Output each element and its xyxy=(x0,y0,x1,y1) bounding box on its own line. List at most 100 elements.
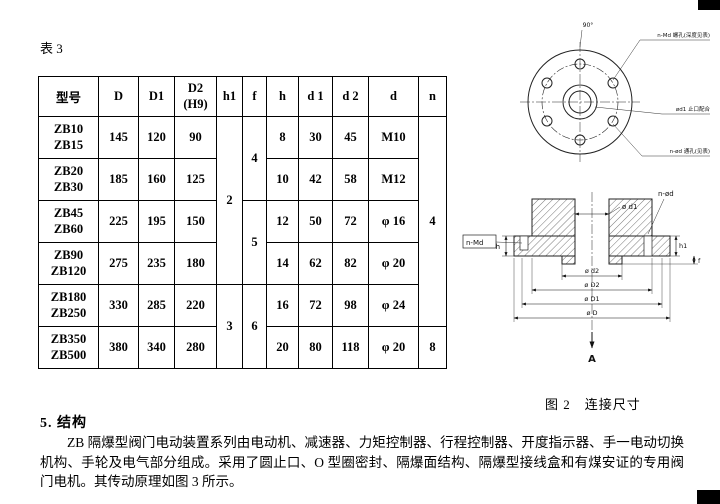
table-cell: 30 xyxy=(298,116,333,159)
table-cell: φ 20 xyxy=(368,242,419,285)
table-cell-merged-h1: 3 xyxy=(216,284,243,369)
dim-label-D2: ø D2 xyxy=(584,281,599,289)
table-cell: φ 16 xyxy=(368,200,419,243)
table-cell: 12 xyxy=(266,200,299,243)
header-cell-f: f xyxy=(242,76,267,117)
table-row: ZB180 ZB250 330 285 220 3 6 16 72 98 φ 2… xyxy=(38,284,447,369)
table-cell: 20 xyxy=(266,326,299,369)
table-cell: 220 xyxy=(174,284,217,327)
header-cell-D2: D2 (H9) xyxy=(174,76,217,117)
dim-label-d1: ø d1 xyxy=(622,203,637,211)
table-row: ZB20 ZB30 185 160 125 10 42 58 M12 xyxy=(38,158,447,201)
header-cell-h1: h1 xyxy=(216,76,243,117)
annotation-bottom: n-ød 通孔(见表) xyxy=(670,147,710,155)
table-cell: 225 xyxy=(98,200,139,243)
table-cell-merged-n: 4 xyxy=(418,116,447,327)
dim-leader-d1 xyxy=(608,206,621,215)
table-cell: 72 xyxy=(298,284,333,327)
table-row: ZB350 ZB500 380 340 280 20 80 118 φ 20 8 xyxy=(38,326,447,369)
section-paragraph: ZB 隔爆型阀门电动装置系列由电动机、减速器、力矩控制器、行程控制器、开度指示器… xyxy=(40,435,684,489)
connection-dimensions-drawing: 90° n-Md 螺孔(深度见表) ød1 止口配合 n-ød 通孔(见表) ø… xyxy=(462,22,711,365)
table-cell: 275 xyxy=(98,242,139,285)
table-cell: 180 xyxy=(174,242,217,285)
table-row: ZB10 ZB15 145 120 90 2 4 8 30 45 M10 4 xyxy=(38,116,447,327)
table-cell: 150 xyxy=(174,200,217,243)
dim-label-h: h xyxy=(496,243,500,251)
table-cell: 50 xyxy=(298,200,333,243)
table-cell: 14 xyxy=(266,242,299,285)
scan-artifact-top-right xyxy=(698,0,720,10)
dim-label-D1: ø D1 xyxy=(584,295,599,303)
table-cell-merged-h1: 2 xyxy=(216,116,243,285)
table-cell: 90 xyxy=(174,116,217,159)
flange-section-view xyxy=(513,192,671,330)
scan-artifact-bottom-right xyxy=(697,490,720,504)
table-cell: 120 xyxy=(138,116,175,159)
table-cell: 195 xyxy=(138,200,175,243)
extension-lines xyxy=(513,258,671,322)
table-cell: 16 xyxy=(266,284,299,327)
table-cell: 8 xyxy=(266,116,299,159)
table-cell: φ 24 xyxy=(368,284,419,327)
angle-label: 90° xyxy=(583,22,594,29)
table-cell: 380 xyxy=(98,326,139,369)
header-cell-d2: d 2 xyxy=(332,76,369,117)
table-cell-merged-f: 5 xyxy=(242,200,267,285)
table-cell: 98 xyxy=(332,284,369,327)
table-cell-merged-f: 4 xyxy=(242,116,267,201)
model-cell: ZB180 ZB250 xyxy=(38,284,99,327)
table-cell: φ 20 xyxy=(368,326,419,369)
table-cell: 80 xyxy=(298,326,333,369)
table-cell: 185 xyxy=(98,158,139,201)
table-cell-merged-n: 8 xyxy=(418,326,447,369)
dim-label-D: ø D xyxy=(586,309,597,317)
table-cell: 118 xyxy=(332,326,369,369)
annotation-middle: ød1 止口配合 xyxy=(676,105,711,113)
figure-2: 90° n-Md 螺孔(深度见表) ød1 止口配合 n-ød 通孔(见表) ø… xyxy=(462,14,714,376)
header-cell-d1: d 1 xyxy=(298,76,333,117)
dim-label-h1: h1 xyxy=(679,242,687,250)
table-row: ZB45 ZB60 225 195 150 5 12 50 72 φ 16 xyxy=(38,200,447,285)
dim-label-n-md: n-Md xyxy=(466,239,483,247)
section-label-A: A xyxy=(588,354,596,365)
header-cell-D1: D1 xyxy=(138,76,175,117)
table-cell: 160 xyxy=(138,158,175,201)
section-heading: 5. 结构 xyxy=(40,416,87,431)
table-cell: M12 xyxy=(368,158,419,201)
table-cell: 330 xyxy=(98,284,139,327)
dim-leader-n-od xyxy=(647,198,665,235)
header-cell-model: 型号 xyxy=(38,76,99,117)
model-cell: ZB90 ZB120 xyxy=(38,242,99,285)
model-cell: ZB10 ZB15 xyxy=(38,116,99,159)
table-label: 表 3 xyxy=(40,41,63,56)
table-cell: 145 xyxy=(98,116,139,159)
dim-label-n-od: n-ød xyxy=(658,190,674,198)
model-cell: ZB20 ZB30 xyxy=(38,158,99,201)
table-cell: 82 xyxy=(332,242,369,285)
table-cell: 280 xyxy=(174,326,217,369)
header-cell-d: d xyxy=(368,76,419,117)
table-cell: M10 xyxy=(368,116,419,159)
spec-table: 型号 D D1 D2 (H9) h1 f h d 1 d 2 d n ZB10 xyxy=(38,76,447,369)
table-cell: 340 xyxy=(138,326,175,369)
table-cell: 42 xyxy=(298,158,333,201)
label-box-n-md xyxy=(462,234,497,249)
annotation-top: n-Md 螺孔(深度见表) xyxy=(657,31,710,39)
table-cell: 58 xyxy=(332,158,369,201)
table-cell: 10 xyxy=(266,158,299,201)
header-cell-D: D xyxy=(98,76,139,117)
table-cell: 235 xyxy=(138,242,175,285)
header-cell-n: n xyxy=(418,76,447,117)
table-cell: 125 xyxy=(174,158,217,201)
table-cell: 72 xyxy=(332,200,369,243)
table-cell: 62 xyxy=(298,242,333,285)
table-cell: 45 xyxy=(332,116,369,159)
model-cell: ZB350 ZB500 xyxy=(38,326,99,369)
dim-label-f: f xyxy=(698,257,701,265)
table-cell-merged-f: 6 xyxy=(242,284,267,369)
flange-top-view xyxy=(520,42,640,162)
table-cell: 285 xyxy=(138,284,175,327)
header-cell-h: h xyxy=(266,76,299,117)
dim-label-d2: ø d2 xyxy=(585,267,599,275)
